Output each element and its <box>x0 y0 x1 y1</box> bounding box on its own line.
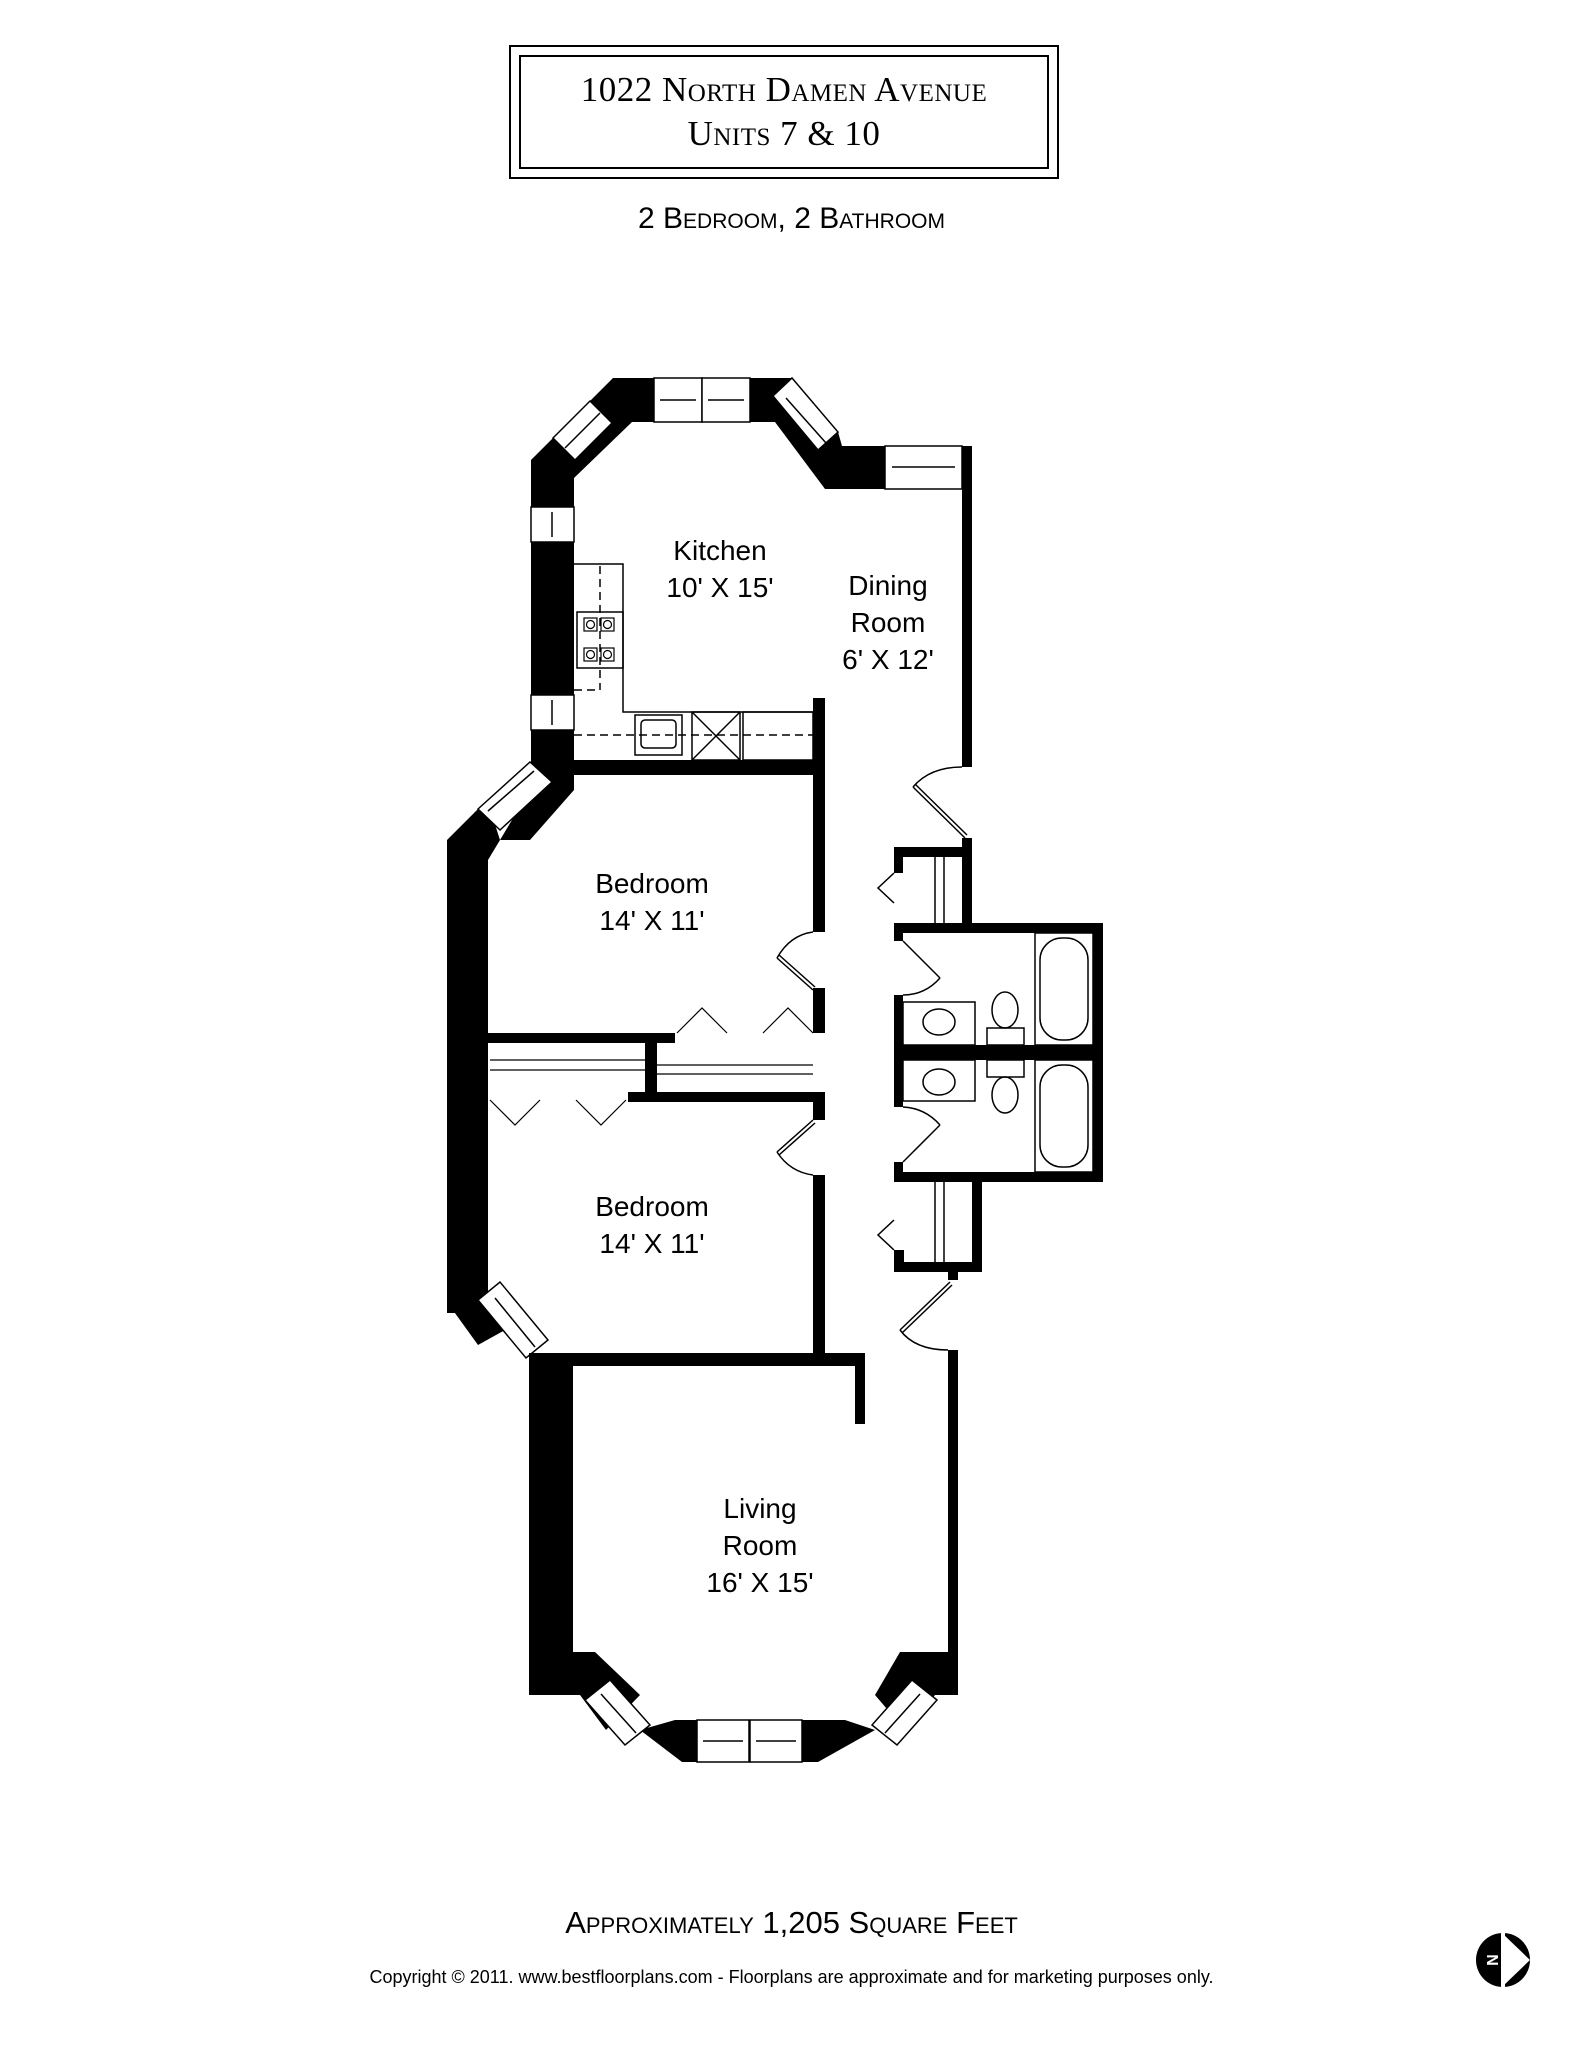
room-dimensions: 14' X 11' <box>599 905 705 936</box>
room-label-bedroom-2: Bedroom 14' X 11' <box>595 1188 709 1262</box>
kitchen-counters <box>574 563 814 761</box>
north-arrow-icon: N <box>1476 1933 1530 1987</box>
bathroom-fixtures <box>876 857 1094 1262</box>
room-label-dining-room: Dining Room 6' X 12' <box>842 567 934 678</box>
bedroom-1-window <box>476 760 554 832</box>
room-name-line2: Room <box>850 607 926 638</box>
closet-walls <box>447 1033 825 1313</box>
bedroom-2-walls <box>447 1102 825 1360</box>
room-label-kitchen: Kitchen 10' X 15' <box>666 532 773 606</box>
address-line-1: 1022 North Damen Avenue <box>580 70 988 109</box>
room-name-line2: Room <box>722 1530 798 1561</box>
room-label-bedroom-1: Bedroom 14' X 11' <box>595 865 709 939</box>
bedroom-2-window <box>476 1280 550 1360</box>
room-name: Bedroom <box>595 1191 709 1222</box>
bathroom-walls <box>894 838 1103 1280</box>
bedroom-2-door <box>776 1119 816 1176</box>
living-room-windows <box>583 1678 939 1763</box>
kitchen-windows <box>530 376 963 731</box>
bedroom-1-door <box>776 931 816 991</box>
compass-letter: N <box>1483 1954 1500 1966</box>
room-name: Kitchen <box>673 535 767 566</box>
room-label-living-room: Living Room 16' X 15' <box>706 1490 813 1601</box>
room-name: Bedroom <box>595 868 709 899</box>
room-name: Dining <box>848 570 928 601</box>
square-footage: Approximately 1,205 Square Feet <box>565 1905 1018 1940</box>
room-name: Living <box>723 1493 797 1524</box>
room-dimensions: 16' X 15' <box>706 1567 814 1598</box>
room-dimensions: 14' X 11' <box>599 1228 705 1259</box>
room-dimensions: 6' X 12' <box>842 644 934 675</box>
title-inner-frame: 1022 North Damen Avenue Units 7 & 10 <box>519 55 1049 169</box>
bedroom-1-walls <box>447 775 825 1043</box>
address-line-2: Units 7 & 10 <box>687 114 881 153</box>
copyright-notice: Copyright © 2011. www.bestfloorplans.com… <box>369 1967 1214 1987</box>
title-box: 1022 North Damen Avenue Units 7 & 10 <box>509 45 1059 179</box>
stove-burners <box>583 617 615 662</box>
closet-rods <box>489 1007 814 1126</box>
hall-doors <box>899 766 968 1351</box>
room-dimensions: 10' X 15' <box>666 572 774 603</box>
unit-summary: 2 Bedroom, 2 Bathroom <box>638 202 945 235</box>
